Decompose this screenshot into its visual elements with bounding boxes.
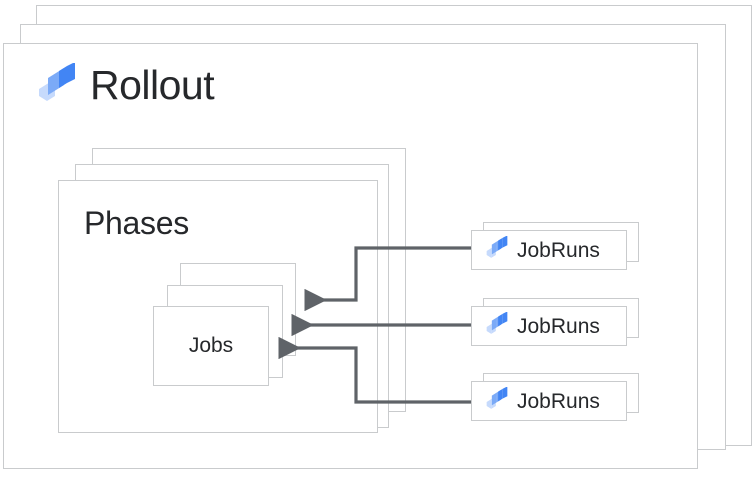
jobruns-label: JobRuns	[517, 238, 600, 262]
phases-title: Phases	[84, 205, 189, 241]
rollout-title: Rollout	[90, 62, 215, 108]
rollout-stack-icon	[486, 311, 508, 340]
jobruns-card-front-3[interactable]: JobRuns	[471, 381, 627, 421]
jobs-card-front	[153, 306, 269, 386]
jobruns-card-front-1[interactable]: JobRuns	[471, 230, 627, 270]
jobs-title: Jobs	[188, 334, 234, 357]
rollout-stack-icon	[486, 235, 508, 264]
rollout-stack-icon	[486, 386, 508, 415]
jobruns-label: JobRuns	[517, 389, 600, 413]
jobruns-card-front-2[interactable]: JobRuns	[471, 306, 627, 346]
jobruns-label: JobRuns	[517, 314, 600, 338]
rollout-heading: Rollout	[38, 62, 215, 108]
rollout-stack-icon	[38, 62, 76, 108]
